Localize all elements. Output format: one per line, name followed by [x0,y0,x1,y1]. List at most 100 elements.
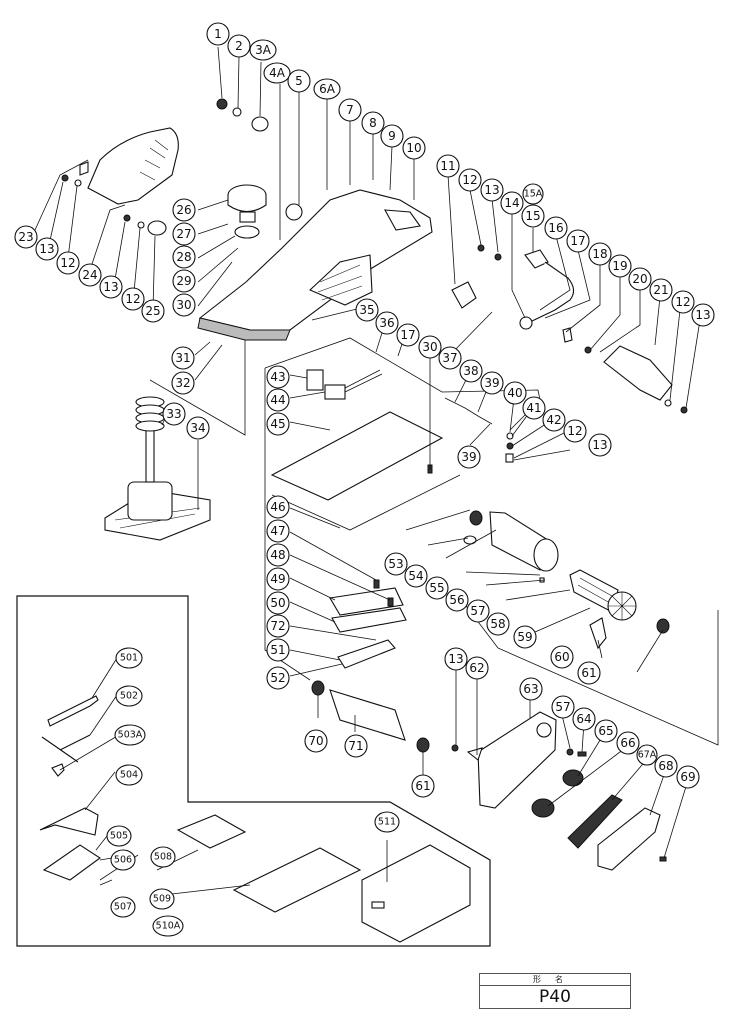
callout-63[interactable]: 63 [519,677,543,701]
callout-30-a[interactable]: 30 [172,293,196,317]
svg-text:38: 38 [463,364,478,378]
callout-12-c[interactable]: 12 [56,251,80,275]
callout-57-b[interactable]: 57 [551,695,575,719]
callout-17-b[interactable]: 17 [396,323,420,347]
callout-61-b[interactable]: 61 [411,774,435,798]
callout-37[interactable]: 37 [438,346,462,370]
callout-506[interactable]: 506 [110,849,136,871]
callout-50[interactable]: 50 [266,591,290,615]
callout-510A[interactable]: 510A [152,915,184,937]
callout-56[interactable]: 56 [445,588,469,612]
callout-25[interactable]: 25 [141,299,165,323]
callout-49[interactable]: 49 [266,567,290,591]
callout-1[interactable]: 1 [206,22,230,46]
callout-12-a[interactable]: 12 [458,168,482,192]
callout-57-a[interactable]: 57 [466,599,490,623]
callout-507[interactable]: 507 [110,896,136,918]
callout-72[interactable]: 72 [266,614,290,638]
callout-33[interactable]: 33 [162,402,186,426]
callout-71[interactable]: 71 [344,734,368,758]
callout-61-a[interactable]: 61 [577,661,601,685]
callout-69[interactable]: 69 [676,765,700,789]
callout-12-b[interactable]: 12 [671,290,695,314]
callout-39-b[interactable]: 39 [457,445,481,469]
callout-12-d[interactable]: 12 [121,287,145,311]
callout-15A[interactable]: 15A [522,183,544,205]
callout-13-c[interactable]: 13 [35,237,59,261]
callout-70[interactable]: 70 [304,729,328,753]
callout-511[interactable]: 511 [374,811,400,833]
callout-55[interactable]: 55 [425,576,449,600]
callout-503A[interactable]: 503A [114,724,146,746]
callout-4A[interactable]: 4A [263,62,291,84]
callout-17[interactable]: 17 [566,229,590,253]
callout-18[interactable]: 18 [588,242,612,266]
callout-43[interactable]: 43 [266,365,290,389]
callout-35[interactable]: 35 [355,298,379,322]
callout-62[interactable]: 62 [465,656,489,680]
callout-508[interactable]: 508 [150,846,176,868]
callout-9[interactable]: 9 [380,124,404,148]
callout-502[interactable]: 502 [115,685,143,707]
callout-42[interactable]: 42 [542,408,566,432]
callout-23[interactable]: 23 [14,225,38,249]
callout-65[interactable]: 65 [594,719,618,743]
callout-31[interactable]: 31 [171,346,195,370]
callout-509[interactable]: 509 [149,888,175,910]
callout-10[interactable]: 10 [402,136,426,160]
callout-44[interactable]: 44 [266,388,290,412]
callout-54[interactable]: 54 [404,564,428,588]
svg-text:12: 12 [60,256,75,270]
callout-41[interactable]: 41 [522,396,546,420]
callout-13-b[interactable]: 13 [691,303,715,327]
callout-2[interactable]: 2 [227,34,251,58]
callout-24[interactable]: 24 [78,263,102,287]
callout-60[interactable]: 60 [550,645,574,669]
callout-36[interactable]: 36 [375,311,399,335]
callout-64[interactable]: 64 [572,707,596,731]
callout-68[interactable]: 68 [654,754,678,778]
callout-13-e[interactable]: 13 [588,433,612,457]
callout-67A[interactable]: 67A [636,744,658,766]
callout-8[interactable]: 8 [361,111,385,135]
callout-7[interactable]: 7 [338,98,362,122]
part-bearing-70 [311,680,325,696]
callout-32[interactable]: 32 [171,371,195,395]
callout-3A[interactable]: 3A [249,39,277,61]
callout-48[interactable]: 48 [266,543,290,567]
callout-46[interactable]: 46 [266,495,290,519]
callout-45[interactable]: 45 [266,412,290,436]
callout-12-e[interactable]: 12 [563,419,587,443]
callout-52[interactable]: 52 [266,666,290,690]
callout-26[interactable]: 26 [172,198,196,222]
callout-13-d[interactable]: 13 [99,275,123,299]
callout-28[interactable]: 28 [172,245,196,269]
callout-15[interactable]: 15 [521,204,545,228]
callout-504[interactable]: 504 [115,764,143,786]
callout-19[interactable]: 19 [608,254,632,278]
callout-16[interactable]: 16 [544,216,568,240]
callout-38[interactable]: 38 [459,359,483,383]
callout-20[interactable]: 20 [628,267,652,291]
callout-34[interactable]: 34 [186,416,210,440]
callout-66[interactable]: 66 [616,731,640,755]
callout-505[interactable]: 505 [106,825,132,847]
callout-40[interactable]: 40 [503,381,527,405]
callout-13-f[interactable]: 13 [444,647,468,671]
callout-58[interactable]: 58 [486,612,510,636]
callout-5[interactable]: 5 [287,69,311,93]
callout-6A[interactable]: 6A [313,78,341,100]
callout-47[interactable]: 47 [266,519,290,543]
callout-13-a[interactable]: 13 [480,178,504,202]
callout-53[interactable]: 53 [384,552,408,576]
callout-14[interactable]: 14 [500,191,524,215]
callout-29[interactable]: 29 [172,269,196,293]
callout-501[interactable]: 501 [115,647,143,669]
callout-30-b[interactable]: 30 [418,335,442,359]
callout-59[interactable]: 59 [513,625,537,649]
callout-11[interactable]: 11 [436,154,460,178]
callout-27[interactable]: 27 [172,222,196,246]
callout-51[interactable]: 51 [266,638,290,662]
callout-39-a[interactable]: 39 [480,371,504,395]
callout-21[interactable]: 21 [649,278,673,302]
